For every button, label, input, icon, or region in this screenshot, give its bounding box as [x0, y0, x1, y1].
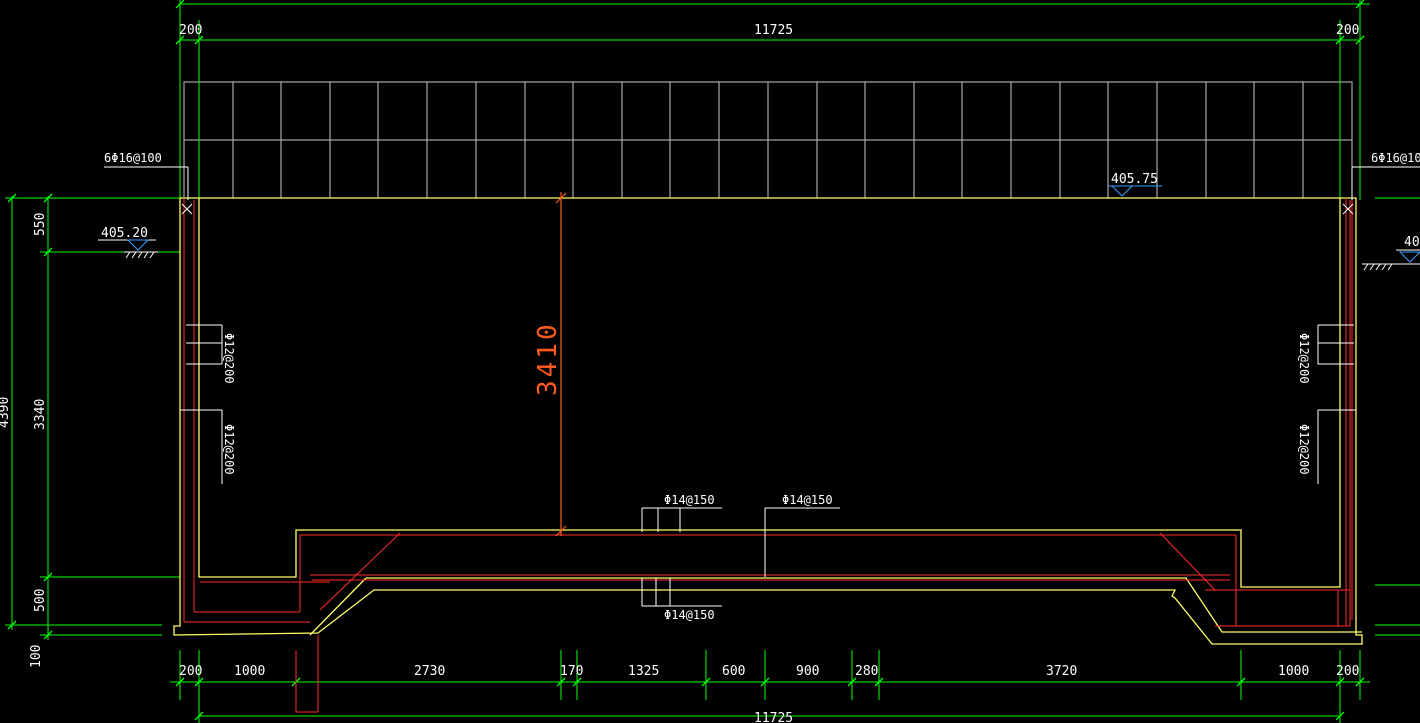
left-dim-overall: 4390 — [0, 397, 12, 428]
elevation-texts: 405.20 405.75 40 — [101, 172, 1420, 250]
bottom-dim-9: 1000 — [1278, 664, 1309, 679]
bottom-dim-0: 200 — [179, 664, 202, 679]
bottom-dim-6: 900 — [796, 664, 819, 679]
dimension-ticks — [7, 0, 1365, 721]
bottom-dim-8: 3720 — [1046, 664, 1077, 679]
elevation-left-label: 405.20 — [101, 226, 148, 241]
left-dim-middle: 3340 — [33, 399, 48, 430]
left-dim-bottom: 500 — [33, 589, 48, 612]
elevation-top-right-label: 405.75 — [1111, 172, 1158, 187]
bottom-dim-total: 11725 — [754, 711, 793, 723]
height-dimension-3410 — [555, 192, 567, 537]
bottom-dimension-texts: 200 1000 2730 170 1325 600 900 280 3720 … — [179, 664, 1359, 723]
elevation-marker-left — [98, 239, 158, 259]
bottom-dim-3: 170 — [560, 664, 583, 679]
rebar-label-left-wall-lower: Φ12@200 — [222, 424, 236, 475]
rebar-label-slab-top-right: Φ14@150 — [782, 493, 833, 507]
dimension-lines — [5, 0, 1420, 723]
bottom-dim-7: 280 — [855, 664, 878, 679]
rebar-label-slab-top-left: Φ14@150 — [664, 493, 715, 507]
top-dim-total: 11725 — [754, 23, 793, 38]
rebar-label-texts: 6Φ16@100 6Φ16@10 Φ12@200 Φ12@200 Φ12@200… — [104, 151, 1420, 622]
rebar-label-right-wall-upper: Φ12@200 — [1297, 333, 1311, 384]
elevation-marker-right — [1362, 249, 1420, 271]
rebar-label-top-left: 6Φ16@100 — [104, 151, 162, 165]
elevation-markers — [98, 185, 1420, 271]
rebar-label-top-right: 6Φ16@10 — [1371, 151, 1420, 165]
rebar-label-left-wall-upper: Φ12@200 — [222, 333, 236, 384]
rebar-label-slab-bottom: Φ14@150 — [664, 608, 715, 622]
rebar-label-right-wall-lower: Φ12@200 — [1297, 424, 1311, 475]
bottom-dim-10: 200 — [1336, 664, 1359, 679]
bottom-dim-4: 1325 — [628, 664, 659, 679]
bottom-dim-5: 600 — [722, 664, 745, 679]
top-dim-left: 200 — [179, 23, 202, 38]
left-dim-below: 100 — [29, 645, 44, 668]
top-dimension-texts: 200 11725 200 — [179, 23, 1359, 38]
wall-outline — [173, 197, 1363, 645]
rebar-lines — [183, 198, 1353, 713]
callout-leaders — [104, 166, 1420, 607]
bottom-dim-1: 1000 — [234, 664, 265, 679]
left-dimension-texts: 550 3340 500 4390 100 — [0, 213, 48, 668]
top-dim-right: 200 — [1336, 23, 1359, 38]
left-dim-top: 550 — [33, 213, 48, 236]
top-grid-panel — [183, 81, 1353, 199]
elevation-marker-top-right — [1108, 185, 1162, 197]
elevation-right-label: 40 — [1404, 235, 1420, 250]
bottom-dim-2: 2730 — [414, 664, 445, 679]
height-dimension-label: 3410 — [533, 321, 563, 396]
